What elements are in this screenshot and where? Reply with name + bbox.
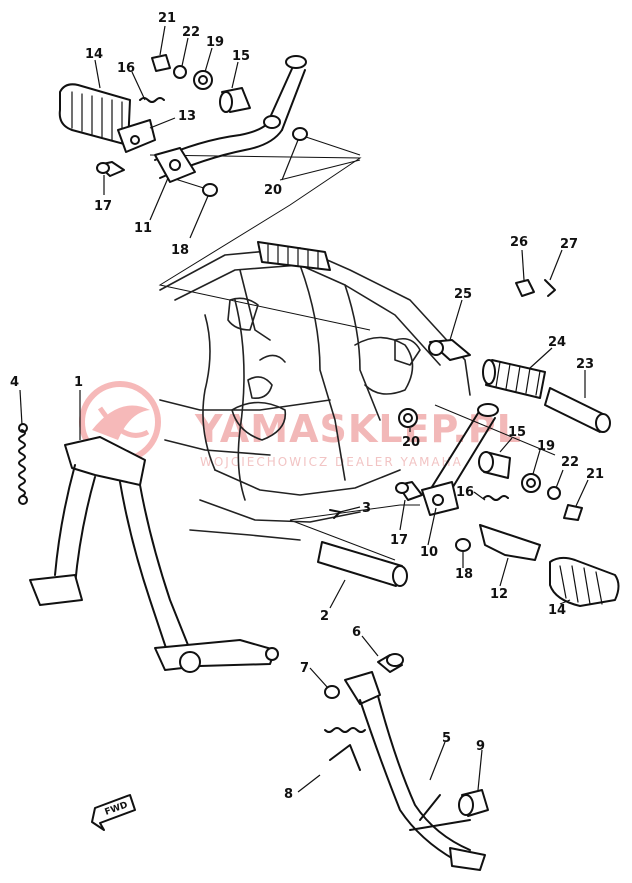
leader-lines: [19, 25, 589, 793]
callout-labels: 21 22 19 15 14 16 13 17 11 18 20 26 27 2…: [10, 11, 604, 802]
callout-8: 8: [284, 787, 293, 802]
right-footrest-assembly: [395, 279, 620, 607]
callout-25: 25: [454, 287, 472, 302]
frame-footrest-rubber: [257, 241, 331, 271]
nut-18a: [202, 183, 218, 197]
callout-3: 3: [362, 501, 371, 516]
spring-16b: [483, 495, 509, 501]
callout-17b: 17: [390, 533, 408, 548]
washer-22a: [173, 65, 187, 79]
callout-21b: 21: [586, 467, 604, 482]
callout-14b: 14: [548, 603, 566, 618]
callout-26: 26: [510, 235, 528, 250]
fwd-arrow-icon: FWD: [91, 794, 136, 831]
callout-27: 27: [560, 237, 578, 252]
bracket-12: [479, 524, 541, 561]
footrest-rubber-14b: [549, 556, 620, 607]
callout-22a: 22: [182, 25, 200, 40]
left-footrest-assembly: [58, 54, 308, 197]
callout-15a: 15: [232, 49, 250, 64]
callout-2: 2: [320, 609, 329, 624]
side-stand-collar-9: [458, 789, 489, 817]
callout-19a: 19: [206, 35, 224, 50]
callout-5: 5: [442, 731, 451, 746]
callout-13: 13: [178, 109, 196, 124]
nut-18b: [455, 538, 471, 552]
callout-24: 24: [548, 335, 566, 350]
callout-19b: 19: [537, 439, 555, 454]
callout-17a: 17: [94, 199, 112, 214]
watermark-brand: YAMASKLEP.PL: [194, 407, 522, 451]
callout-12: 12: [490, 587, 508, 602]
frame-outline: [159, 247, 471, 541]
callout-1: 1: [74, 375, 83, 390]
watermark-subtitle: WOJCIECHOWICZ DEALER YAMAHA: [200, 455, 463, 469]
side-stand-spring-8: [324, 727, 366, 771]
side-stand-nut-7: [324, 685, 340, 699]
watermark: YAMASKLEP.PL WOJCIECHOWICZ DEALER YAMAHA: [79, 381, 522, 469]
pivot-shaft-2: [317, 541, 408, 587]
callout-6: 6: [352, 625, 361, 640]
side-stand-5: [344, 671, 486, 871]
stand-spring-4: [18, 423, 28, 505]
callout-21a: 21: [158, 11, 176, 26]
washer-22b: [547, 486, 561, 500]
callout-20b: 20: [402, 435, 420, 450]
spring-16: [139, 97, 165, 103]
callout-15b: 15: [508, 425, 526, 440]
main-stand-1: [29, 436, 279, 673]
callout-18b: 18: [455, 567, 473, 582]
callout-4: 4: [10, 375, 19, 390]
callout-23: 23: [576, 357, 594, 372]
callout-14a: 14: [85, 47, 103, 62]
callout-20a: 20: [264, 183, 282, 198]
callout-9: 9: [476, 739, 485, 754]
callout-16b: 16: [456, 485, 474, 500]
side-stand-bolt-6: [377, 653, 404, 673]
callout-18a: 18: [171, 243, 189, 258]
callout-22b: 22: [561, 455, 579, 470]
bolt-21a: [151, 54, 171, 72]
cotter-pin-27: [544, 279, 556, 297]
bolt-21b: [563, 504, 583, 521]
callout-11: 11: [134, 221, 152, 236]
nut-26: [515, 279, 535, 297]
callout-7: 7: [300, 661, 309, 676]
callout-10: 10: [420, 545, 438, 560]
washer-20a: [292, 127, 308, 141]
callout-16a: 16: [117, 61, 135, 76]
